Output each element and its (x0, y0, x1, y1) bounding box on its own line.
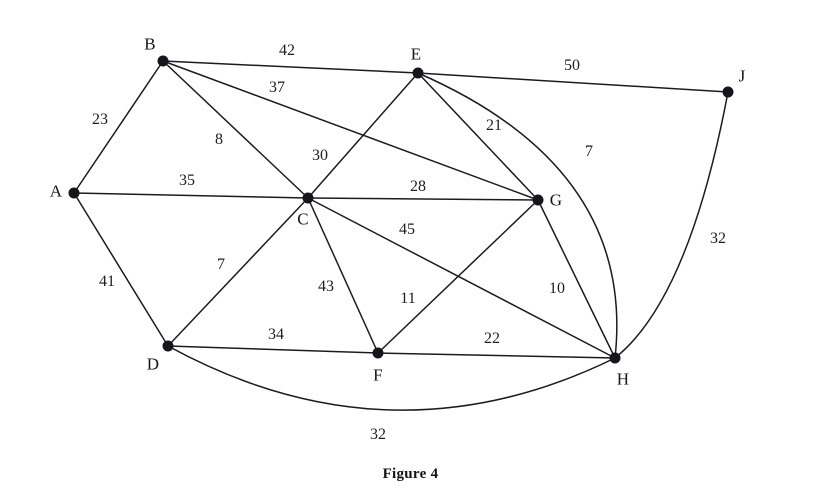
node-label-h: H (616, 369, 630, 389)
node-label-f: F (373, 365, 383, 385)
node-label-c: C (297, 209, 309, 229)
edge-weight-b-g: 37 (269, 79, 285, 96)
edge-weight-b-c: 8 (215, 131, 223, 148)
edge-b-c (162, 60, 309, 199)
node-h[interactable] (609, 352, 621, 364)
edge-a-d (73, 192, 169, 347)
edge-weight-c-f: 43 (318, 278, 334, 295)
edge-weight-a-c: 35 (179, 172, 195, 189)
edge-weight-d-h: 32 (370, 426, 386, 443)
edge-weight-e-g: 21 (486, 117, 502, 134)
node-label-b: B (144, 34, 156, 54)
node-label-a: A (49, 181, 63, 201)
node-b[interactable] (157, 55, 169, 67)
node-label-j: J (738, 66, 746, 86)
edge-h-j (614, 91, 729, 359)
node-c[interactable] (302, 192, 314, 204)
edge-weight-h-j: 32 (710, 230, 726, 247)
edge-f-h (377, 352, 616, 359)
edge-g-h (537, 199, 616, 359)
edge-e-j (417, 72, 729, 93)
edge-e-g (417, 72, 539, 201)
node-g[interactable] (532, 194, 544, 206)
edge-weight-d-f: 34 (268, 326, 284, 343)
node-d[interactable] (162, 340, 174, 352)
figure-caption: Figure 4 (382, 466, 439, 482)
edge-c-h (307, 197, 616, 359)
edge-d-h (167, 345, 616, 411)
edge-weight-e-h: 7 (585, 143, 593, 160)
edge-weight-g-h: 10 (549, 280, 565, 297)
edge-weight-c-h: 45 (399, 221, 415, 238)
nodes-group (68, 55, 734, 364)
edge-d-f (167, 345, 379, 354)
edge-weight-f-h: 22 (484, 330, 500, 347)
edge-b-e (162, 60, 419, 74)
node-f[interactable] (372, 347, 384, 359)
edge-e-h (417, 72, 618, 359)
edge-b-g (162, 60, 539, 201)
edges-group (73, 60, 729, 411)
edge-a-b (73, 60, 164, 194)
edge-c-d (167, 197, 309, 347)
edge-c-f (307, 197, 379, 354)
edge-f-g (377, 199, 539, 354)
node-label-g: G (549, 190, 563, 210)
edge-c-e (307, 72, 419, 199)
node-a[interactable] (68, 187, 80, 199)
edge-weight-c-d: 7 (217, 256, 225, 273)
edge-weight-c-e: 30 (312, 147, 328, 164)
edge-a-c (73, 192, 309, 199)
edge-weight-a-d: 41 (99, 273, 115, 290)
node-label-e: E (410, 44, 422, 64)
edge-weight-e-j: 50 (564, 57, 580, 74)
edge-weight-f-g: 11 (400, 290, 416, 307)
node-j[interactable] (722, 86, 734, 98)
edge-weight-c-g: 28 (410, 178, 426, 195)
edge-c-g (307, 197, 539, 201)
edge-weight-b-e: 42 (279, 42, 295, 59)
edge-weight-a-b: 23 (92, 111, 108, 128)
node-label-d: D (146, 354, 160, 374)
node-e[interactable] (412, 67, 424, 79)
